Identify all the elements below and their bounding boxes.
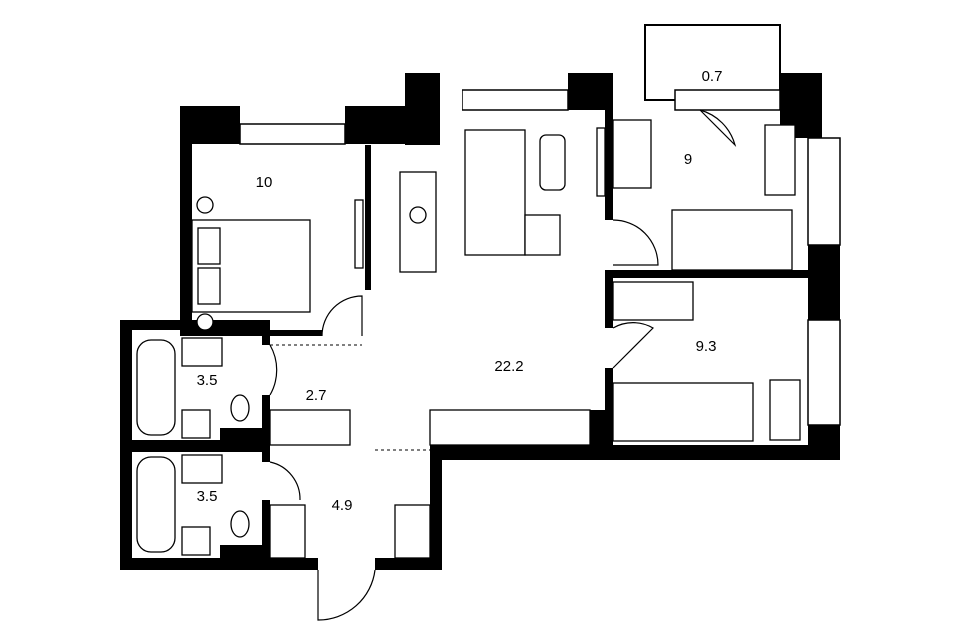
- balcony: [644, 24, 781, 101]
- area-hallway: 4.9: [332, 497, 353, 514]
- area-bedroom-left: 10: [256, 174, 273, 191]
- area-living-kitchen: 22.2: [494, 358, 523, 375]
- room-labels: 0.7 10 9 22.2 9.3 3.5 2.7 3.5 4.9: [197, 68, 723, 514]
- area-balcony: 0.7: [702, 68, 723, 85]
- windows: [239, 73, 841, 426]
- area-bedroom-top-right: 9: [684, 151, 692, 168]
- furniture: [136, 119, 801, 559]
- doors: [269, 109, 737, 621]
- area-bathroom-lower: 3.5: [197, 488, 218, 505]
- area-corridor: 2.7: [306, 387, 327, 404]
- outer-walls: [120, 73, 840, 570]
- area-bedroom-bottom-right: 9.3: [696, 338, 717, 355]
- area-bathroom-upper: 3.5: [197, 372, 218, 389]
